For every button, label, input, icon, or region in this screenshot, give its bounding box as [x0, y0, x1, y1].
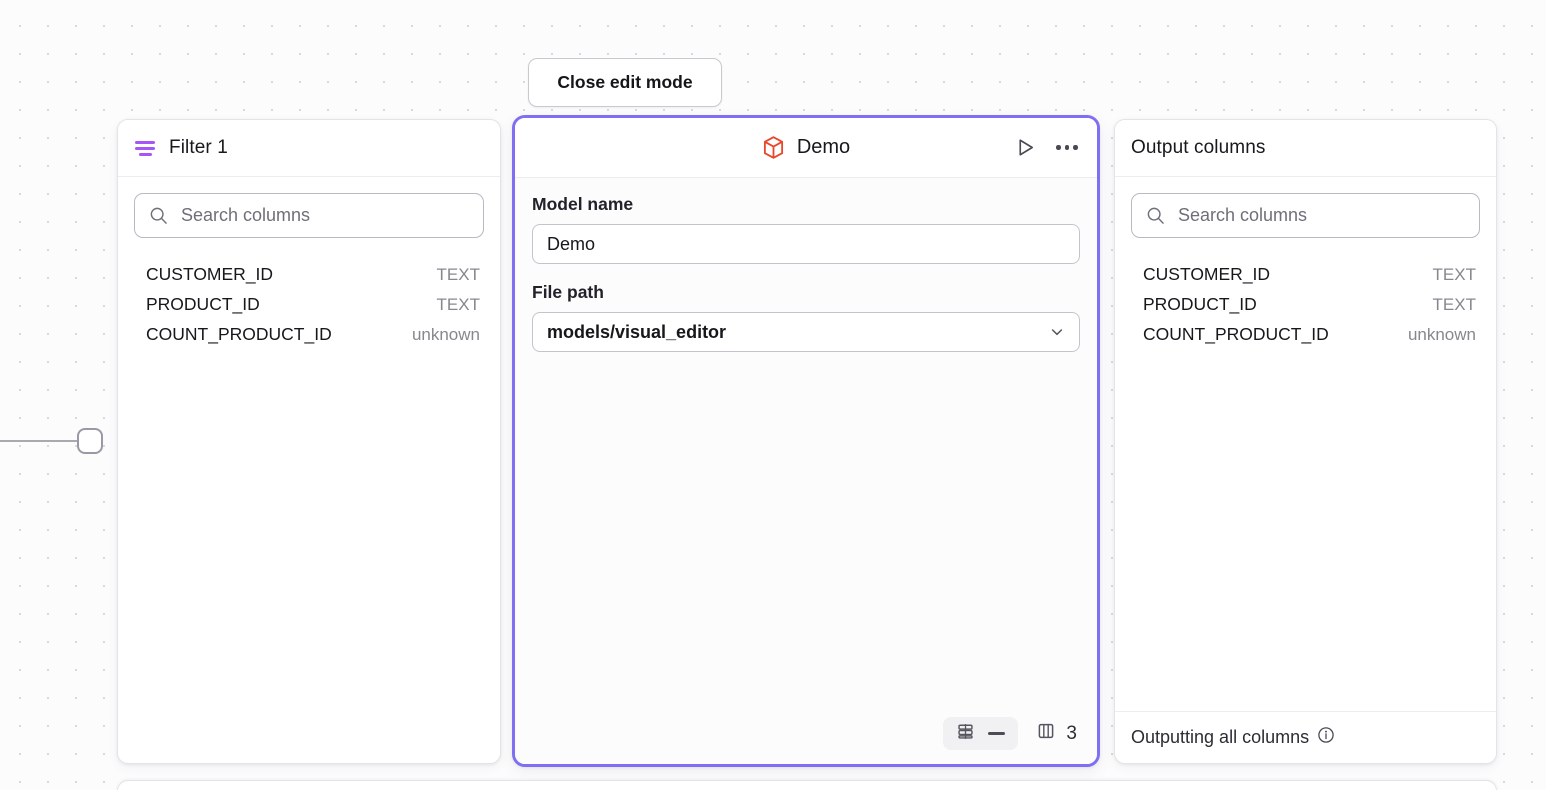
model-panel[interactable]: Demo Model name Demo File path models/vi… [512, 115, 1100, 767]
column-name: COUNT_PRODUCT_ID [146, 324, 332, 344]
info-icon[interactable] [1317, 726, 1335, 749]
row-count-chip[interactable] [943, 717, 1019, 750]
table-row[interactable]: CUSTOMER_ID TEXT [1131, 260, 1480, 290]
play-icon[interactable] [1009, 132, 1041, 164]
model-name-input[interactable]: Demo [532, 224, 1080, 264]
column-name: COUNT_PRODUCT_ID [1143, 324, 1329, 344]
column-count-chip[interactable]: 3 [1030, 717, 1083, 750]
column-type: unknown [1407, 325, 1476, 344]
column-type: TEXT [1432, 265, 1476, 284]
filter-column-list: CUSTOMER_ID TEXT PRODUCT_ID TEXT COUNT_P… [134, 260, 484, 350]
cube-icon [762, 135, 785, 160]
model-panel-title: Demo [796, 136, 851, 158]
table-row[interactable]: COUNT_PRODUCT_ID unknown [1131, 320, 1480, 350]
filter-search-input[interactable]: Search columns [134, 193, 484, 238]
model-panel-header: Demo [515, 118, 1097, 178]
filter-panel-title: Filter 1 [169, 137, 228, 158]
column-type: TEXT [436, 295, 480, 314]
output-panel-header: Output columns [1115, 120, 1496, 177]
outputting-status-text: Outputting all columns [1131, 727, 1310, 747]
filter-panel-body: Search columns CUSTOMER_ID TEXT PRODUCT_… [118, 177, 500, 763]
output-columns-panel[interactable]: Output columns Search columns CUSTOMER_I… [1114, 119, 1497, 764]
search-icon [1147, 207, 1164, 224]
model-header-actions [1009, 132, 1083, 164]
output-panel-footer: Outputting all columns [1115, 711, 1496, 763]
model-panel-body: Model name Demo File path models/visual_… [515, 178, 1097, 707]
file-path-value: models/visual_editor [547, 321, 727, 342]
column-type: TEXT [436, 265, 480, 284]
column-name: CUSTOMER_ID [1143, 264, 1271, 284]
ellipsis-icon[interactable] [1051, 132, 1083, 164]
close-edit-mode-button[interactable]: Close edit mode [528, 58, 722, 107]
model-body-spacer [532, 352, 1080, 707]
column-name: PRODUCT_ID [1143, 294, 1257, 314]
file-path-select[interactable]: models/visual_editor [532, 312, 1080, 352]
table-row[interactable]: PRODUCT_ID TEXT [1131, 290, 1480, 320]
row-count-value [988, 732, 1006, 735]
output-column-list: CUSTOMER_ID TEXT PRODUCT_ID TEXT COUNT_P… [1131, 260, 1480, 350]
table-row[interactable]: CUSTOMER_ID TEXT [134, 260, 484, 290]
model-name-label: Model name [532, 194, 634, 214]
output-panel-title: Output columns [1131, 137, 1266, 158]
table-row[interactable]: PRODUCT_ID TEXT [134, 290, 484, 320]
output-search-placeholder: Search columns [1178, 205, 1308, 225]
incoming-edge-line [0, 440, 82, 442]
column-type: unknown [411, 325, 480, 344]
columns-icon [1036, 721, 1056, 746]
column-count-value: 3 [1066, 722, 1077, 744]
output-search-input[interactable]: Search columns [1131, 193, 1480, 238]
file-path-label: File path [532, 282, 604, 302]
column-type: TEXT [1432, 295, 1476, 314]
bottom-partial-panel[interactable] [117, 780, 1497, 790]
search-icon [150, 207, 167, 224]
filter-panel-header: Filter 1 [118, 120, 500, 177]
table-row[interactable]: COUNT_PRODUCT_ID unknown [134, 320, 484, 350]
column-name: CUSTOMER_ID [146, 264, 274, 284]
column-name: PRODUCT_ID [146, 294, 260, 314]
chevron-down-icon [1049, 324, 1065, 340]
output-panel-body: Search columns CUSTOMER_ID TEXT PRODUCT_… [1115, 177, 1496, 711]
rows-icon [956, 722, 975, 746]
filter-search-placeholder: Search columns [181, 205, 311, 225]
model-footer-toolbar: 3 [515, 707, 1097, 764]
incoming-edge-handle[interactable] [77, 428, 103, 454]
filter-panel[interactable]: Filter 1 Search columns CUSTOMER_ID TEXT… [117, 119, 501, 764]
filter-icon [134, 137, 156, 159]
